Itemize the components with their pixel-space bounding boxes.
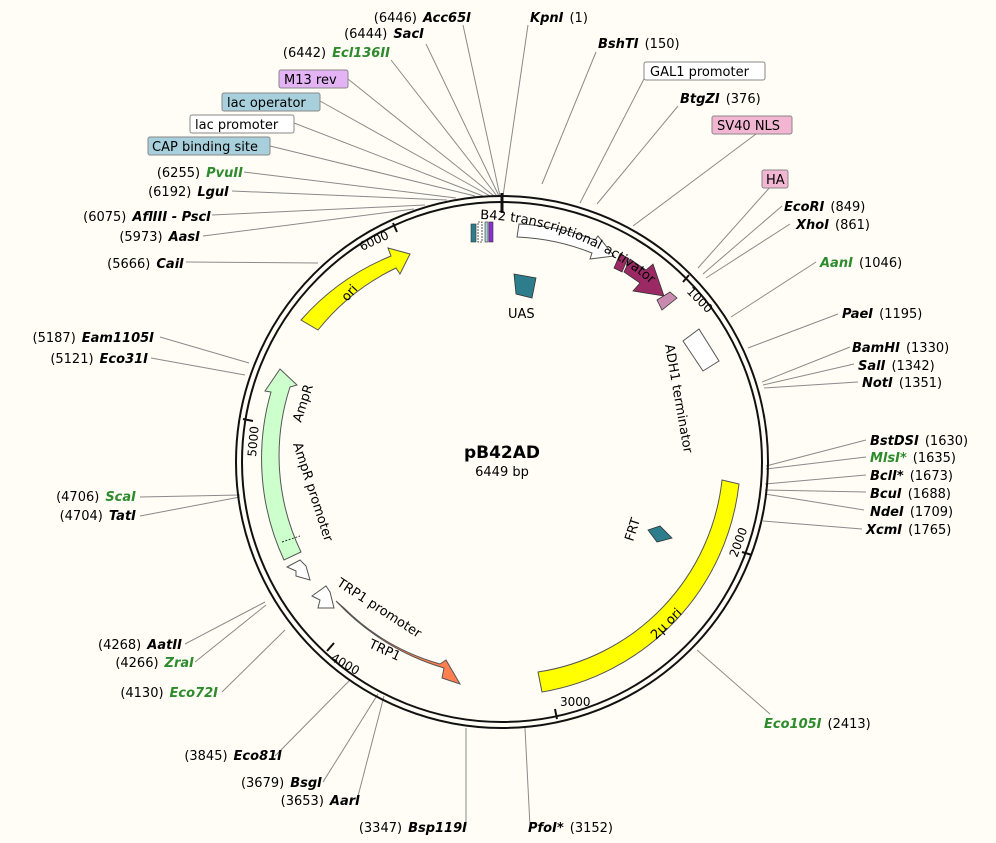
ampr-label: AmpR — [291, 383, 317, 425]
ampr-promoter-label: AmpR promoter — [289, 441, 335, 544]
cap-site-marker — [470, 223, 477, 243]
site-label-bsp119i: (3347)Bsp119I — [359, 821, 467, 836]
site-label-btgzi: BtgZI(376) — [680, 92, 761, 107]
site-label-afliii-psci: (6075)AflIII - PscI — [83, 210, 211, 225]
uas-label: UAS — [508, 307, 535, 322]
tick-mark-6000 — [392, 222, 398, 233]
site-label-eam1105i: (5187)Eam1105I — [33, 331, 155, 346]
site-label-bshti: BshTI(150) — [598, 37, 680, 52]
lac-promoter-box — [189, 114, 295, 134]
tick-mark-5000 — [242, 418, 254, 422]
site-label-kpni: KpnI(1) — [530, 11, 588, 26]
trp1-promoter-label: TRP1 promoter — [333, 575, 424, 642]
m13-label: M13 rev — [284, 73, 337, 88]
sv40-nls-marker — [613, 253, 629, 273]
site-label-acc65i: (6446)Acc65I — [374, 11, 471, 26]
lac-operator-marker — [484, 221, 489, 243]
boxed-labels: GAL1 promoter SV40 NLS HA M13 rev lac op… — [147, 61, 793, 189]
tick-mark-4000 — [326, 642, 335, 652]
uas-block — [513, 273, 537, 299]
adh1-terminator-block — [682, 328, 720, 372]
frt-label: FRT — [623, 516, 645, 543]
site-label-caii: (5666)CaiI — [107, 257, 184, 272]
restriction-site-labels: KpnI(1) BshTI(150) BtgZI(376) EcoRI(849) Xho… — [33, 11, 969, 836]
plasmid-name: pB42AD — [464, 443, 540, 463]
site-label-lgui: (6192)LguI — [148, 185, 229, 200]
gal1-box — [643, 61, 766, 81]
site-label-ndei: NdeI(1709) — [870, 505, 953, 520]
site-label-saci: (6444)SacI — [344, 27, 424, 42]
two-micron-ori-arc — [537, 479, 740, 693]
site-label-aatii: (4268)AatII — [98, 638, 182, 653]
tick-label-6000: 6000 — [357, 228, 391, 254]
site-label-aari: (3653)AarI — [281, 794, 360, 809]
site-label-eco72i: (4130)Eco72I — [120, 686, 218, 701]
cap-box — [147, 136, 271, 156]
m13-rev-marker — [488, 221, 494, 243]
tick-mark-2000 — [741, 551, 753, 556]
sv40-box — [711, 115, 793, 135]
ha-marker — [656, 291, 678, 311]
site-label-zrai: (4266)ZraI — [115, 656, 194, 671]
origin-features — [470, 221, 494, 243]
site-label-bcli-: BclI*(1673) — [870, 469, 953, 484]
plasmid-length: 6449 bp — [475, 465, 529, 480]
site-label-noti: NotI(1351) — [862, 376, 942, 391]
site-label-paei: PaeI(1195) — [842, 307, 922, 322]
b42-arrow — [516, 223, 615, 260]
site-label-bstdsi: BstDSI(1630) — [870, 434, 968, 449]
m13-box — [278, 69, 349, 89]
site-label-pvuii: (6255)PvuII — [157, 166, 243, 181]
site-label-eco81i: (3845)Eco81I — [184, 749, 282, 764]
site-label-mlsi-: MlsI*(1635) — [870, 451, 956, 466]
frt-arrow — [647, 525, 673, 543]
site-label-xhoi: XhoI(861) — [795, 218, 870, 233]
tick-label-3000: 3000 — [560, 695, 591, 709]
lac-promoter-label: lac promoter — [195, 118, 279, 133]
site-label-ecl136ii: (6442)Ecl136II — [283, 46, 390, 61]
trp1-promoter-arrow — [311, 585, 335, 609]
lac-operator-box — [221, 92, 321, 112]
gal1-label: GAL1 promoter — [650, 65, 750, 80]
ampr-promoter-arrow — [285, 559, 311, 581]
ampr-dash — [281, 535, 301, 543]
site-label-scai: (4706)ScaI — [56, 490, 136, 505]
tick-label-1000: 1000 — [684, 284, 715, 315]
site-label-eco31i: (5121)Eco31I — [50, 352, 148, 367]
site-label-bcui: BcuI(1688) — [870, 487, 951, 502]
site-label-bsgi: (3679)BsgI — [241, 776, 322, 791]
site-label-aani: AanI(1046) — [819, 256, 902, 271]
sv40-label: SV40 NLS — [717, 119, 780, 134]
site-label-ecori: EcoRI(849) — [784, 200, 865, 215]
ha-label: HA — [766, 173, 785, 188]
site-label-aasi: (5973)AasI — [119, 230, 200, 245]
cap-label: CAP binding site — [152, 140, 258, 155]
site-label-tati: (4704)TatI — [60, 509, 137, 524]
site-label-xcmi: XcmI(1765) — [865, 523, 951, 538]
site-label-eco105i: Eco105I(2413) — [764, 717, 871, 732]
ha-box — [761, 169, 789, 189]
leader-lines — [139, 24, 867, 827]
ampr-arrow — [261, 368, 302, 561]
site-label-sali: SalI(1342) — [858, 359, 935, 374]
activation-domain-arrow — [623, 258, 665, 297]
tick-mark-3000 — [554, 708, 558, 720]
adh1-label: ADH1 terminator — [661, 343, 695, 455]
trp1-arrow — [335, 600, 462, 685]
ori-arrow — [300, 247, 411, 331]
lac-operator-label: lac operator — [227, 96, 306, 111]
tick-label-4000: 4000 — [329, 650, 362, 677]
site-label-pfoi-: PfoI*(3152) — [528, 821, 613, 836]
site-label-bamhi: BamHI(1330) — [852, 341, 949, 356]
tick-label-5000: 5000 — [245, 426, 262, 458]
lac-promoter-marker — [477, 221, 483, 243]
tick-mark-1000 — [682, 274, 690, 283]
